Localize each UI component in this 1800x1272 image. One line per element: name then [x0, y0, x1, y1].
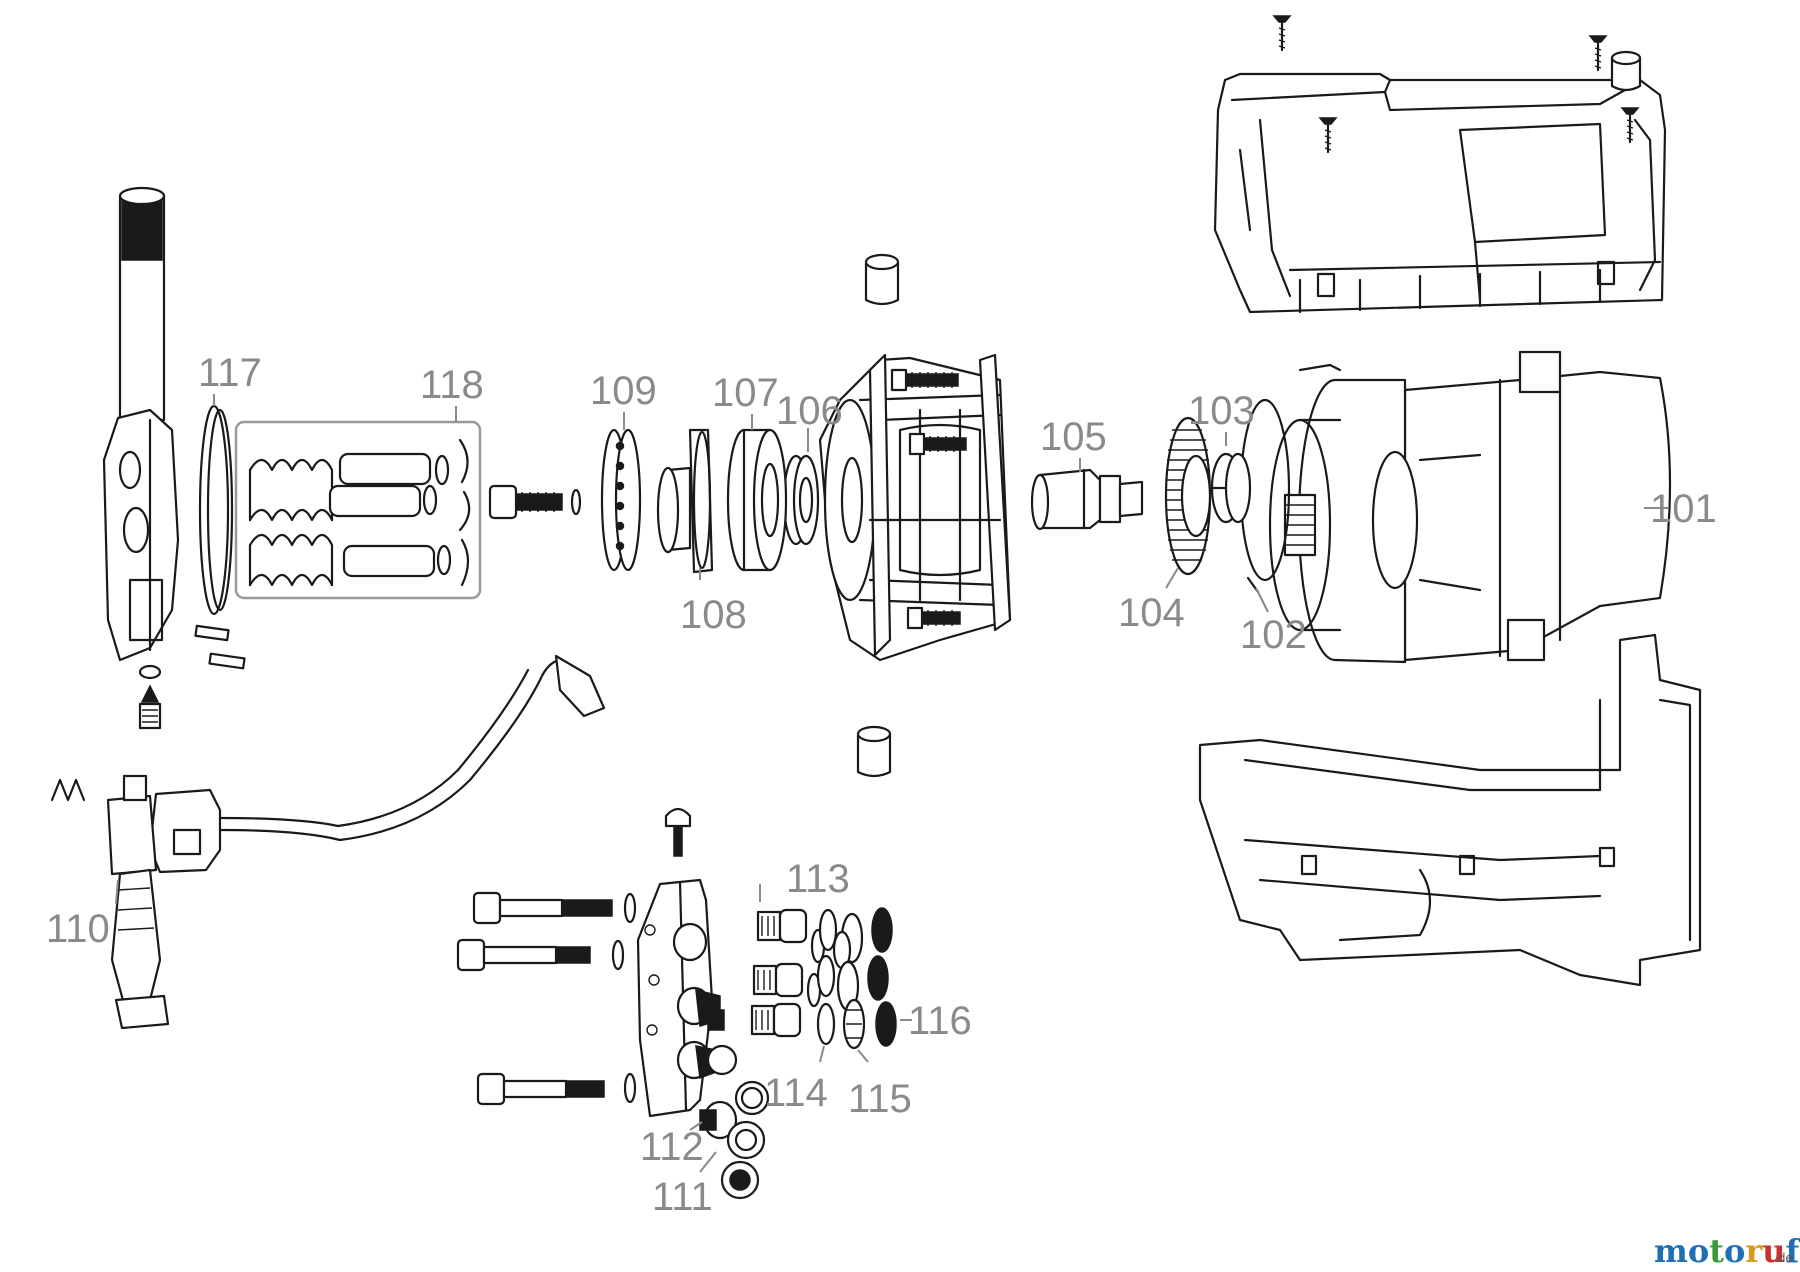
label-101: 101 [1650, 487, 1717, 531]
label-108: 108 [680, 593, 747, 637]
label-111: 111 [652, 1175, 713, 1219]
small-bearing-103 [1210, 452, 1252, 524]
lower-bushing [856, 725, 892, 778]
label-115: 115 [848, 1077, 912, 1121]
label-105: 105 [1040, 415, 1107, 459]
o-ring-117 [198, 404, 234, 616]
seal-holders-115 [832, 912, 866, 1050]
electric-motor [1268, 350, 1672, 664]
pistons-113 [750, 908, 808, 1038]
upper-bushing [864, 253, 900, 306]
lower-housing [1198, 633, 1702, 987]
seals-114 [806, 908, 838, 1046]
pressure-switch-110 [50, 654, 606, 1030]
valve-set-118 [234, 420, 482, 600]
label-112: 112 [640, 1125, 704, 1169]
ball-bearing-107 [726, 428, 788, 572]
oil-seals-116 [867, 907, 897, 1047]
label-116: 116 [908, 999, 972, 1043]
housing-screws [1272, 15, 1642, 154]
label-109: 109 [590, 369, 657, 413]
wobble-plate-108 [656, 428, 714, 574]
bolt-and-washer [488, 484, 582, 520]
label-107: 107 [712, 371, 779, 415]
label-117: 117 [198, 351, 262, 395]
label-104: 104 [1118, 591, 1185, 635]
pump-body-frame [818, 353, 1012, 662]
watermark-tld: .de [1774, 1251, 1793, 1265]
upper-housing-cover [1213, 72, 1667, 314]
thrust-bearing-109 [600, 428, 642, 572]
outlet-pipe-assembly [102, 186, 246, 730]
pump-head [636, 878, 721, 1118]
svg-text:motoruf: motoruf [1654, 1232, 1800, 1270]
pump-body-bolts [890, 368, 967, 630]
label-110: 110 [46, 907, 110, 951]
pump-head-bolts [456, 807, 692, 1106]
brand-watermark: motoruf .de [1654, 1232, 1800, 1270]
seal-ring-106 [782, 454, 820, 546]
label-103: 103 [1188, 389, 1255, 433]
part-labels: 101 102 103 104 105 106 107 108 109 110 … [46, 351, 1717, 1219]
shaft-105 [1030, 468, 1144, 531]
label-114: 114 [764, 1071, 828, 1115]
label-102: 102 [1240, 613, 1307, 657]
label-118: 118 [420, 363, 484, 407]
label-113: 113 [786, 857, 850, 901]
leader-lines [115, 394, 1668, 1173]
gear-wheel-104 [1164, 416, 1212, 576]
label-106: 106 [776, 389, 843, 433]
